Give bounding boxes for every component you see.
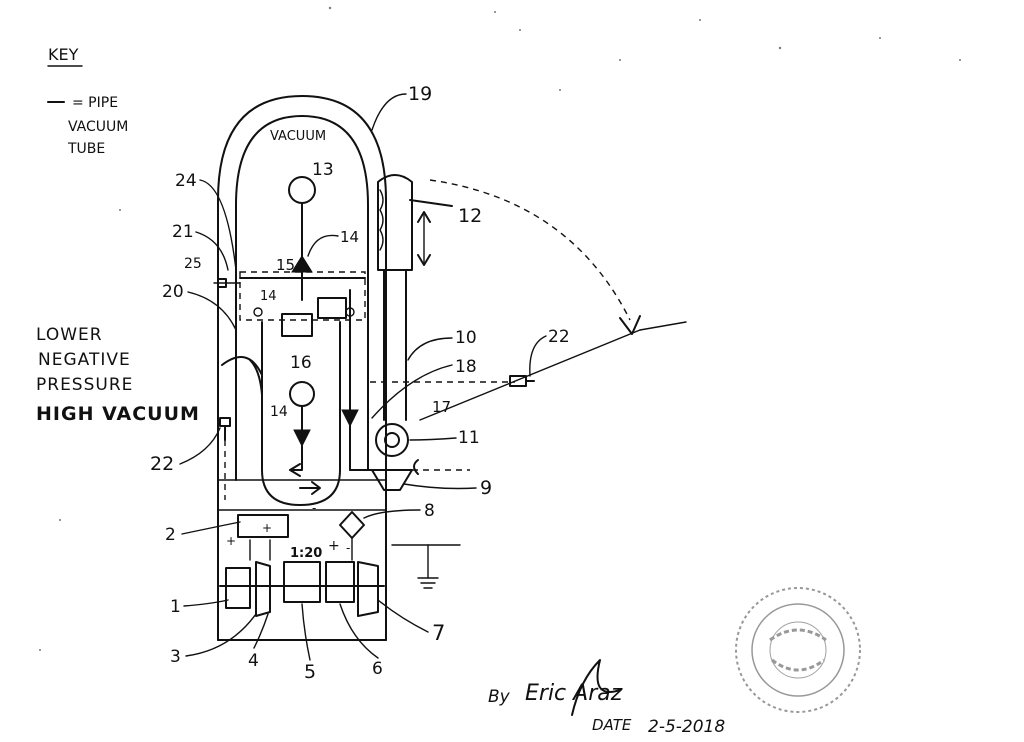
key-title: KEY (48, 45, 79, 64)
ref-2: 2 (165, 525, 176, 545)
bolt (219, 417, 231, 500)
gear-ratio: 1:20 (290, 546, 322, 561)
ref-25: 24 (175, 171, 197, 191)
reference-numbers: 19 24 21 25 20 15 14 14 13 12 16 14 10 1… (150, 83, 570, 683)
pressure-label: LOWER NEGATIVE PRESSURE HIGH VACUUM (36, 325, 200, 425)
ref-26: 25 (184, 256, 202, 272)
ref-5: 5 (304, 661, 316, 683)
inner-pipes (221, 289, 381, 506)
ref-3: 3 (170, 647, 181, 667)
ref-21: 20 (162, 282, 184, 302)
side-tube (377, 174, 687, 421)
float-assembly (288, 176, 316, 301)
ref-11: 11 (458, 428, 480, 448)
key-legend: KEY = PIPE VACUUM TUBE (47, 45, 128, 157)
svg-text:-: - (312, 501, 316, 515)
ref-20: 19 (408, 83, 432, 105)
ref-19: 18 (455, 357, 477, 377)
key-legend-line3: TUBE (67, 141, 105, 157)
signature-by: By (488, 687, 511, 707)
vacuum-tube: VACUUM (217, 95, 387, 641)
signature: By Eric Araz DATE 2-5-2018 (488, 659, 725, 737)
svg-text:+: + (226, 534, 236, 548)
svg-text:-: - (346, 541, 350, 555)
ref-4: 4 (248, 651, 259, 671)
key-legend-line1: = PIPE (72, 95, 118, 111)
generator-section: + + - + - 1:20 (219, 501, 461, 617)
ref-8: 8 (424, 501, 435, 521)
ref-1: 1 (170, 597, 181, 617)
ref-13: 13 (312, 160, 334, 180)
chamber-label: VACUUM (270, 129, 326, 144)
pressure-label-line4: HIGH VACUUM (36, 403, 200, 425)
svg-text:+: + (328, 538, 340, 554)
notary-seal (735, 587, 861, 713)
signature-date-label: DATE (592, 716, 632, 734)
ref-10: 10 (455, 328, 477, 348)
pressure-label-line1: LOWER (36, 325, 103, 345)
ref-22: 21 (172, 222, 194, 242)
ref-23: 22 (150, 453, 174, 475)
key-legend-line2: VACUUM (68, 119, 128, 135)
ref-6: 6 (372, 659, 383, 679)
ref-7: 7 (432, 621, 445, 645)
ref-12: 12 (458, 205, 482, 227)
pressure-label-line2: NEGATIVE (38, 350, 131, 370)
scan-noise (39, 6, 961, 651)
ref-17: 16 (290, 353, 312, 373)
ref-9: 9 (480, 477, 492, 499)
ref-16: 15 (276, 256, 295, 274)
ref-18: 17 (432, 398, 451, 416)
ref-15: 14 (260, 289, 277, 304)
svg-text:+: + (262, 521, 272, 535)
signature-name: Eric Araz (525, 681, 623, 706)
pump-assembly (370, 375, 535, 491)
ref-14-mid: 14 (270, 404, 288, 420)
signature-date: 2-5-2018 (648, 717, 725, 737)
ref-14-top: 14 (340, 228, 359, 246)
pressure-label-line3: PRESSURE (36, 375, 133, 395)
ref-24: 22 (548, 327, 570, 347)
